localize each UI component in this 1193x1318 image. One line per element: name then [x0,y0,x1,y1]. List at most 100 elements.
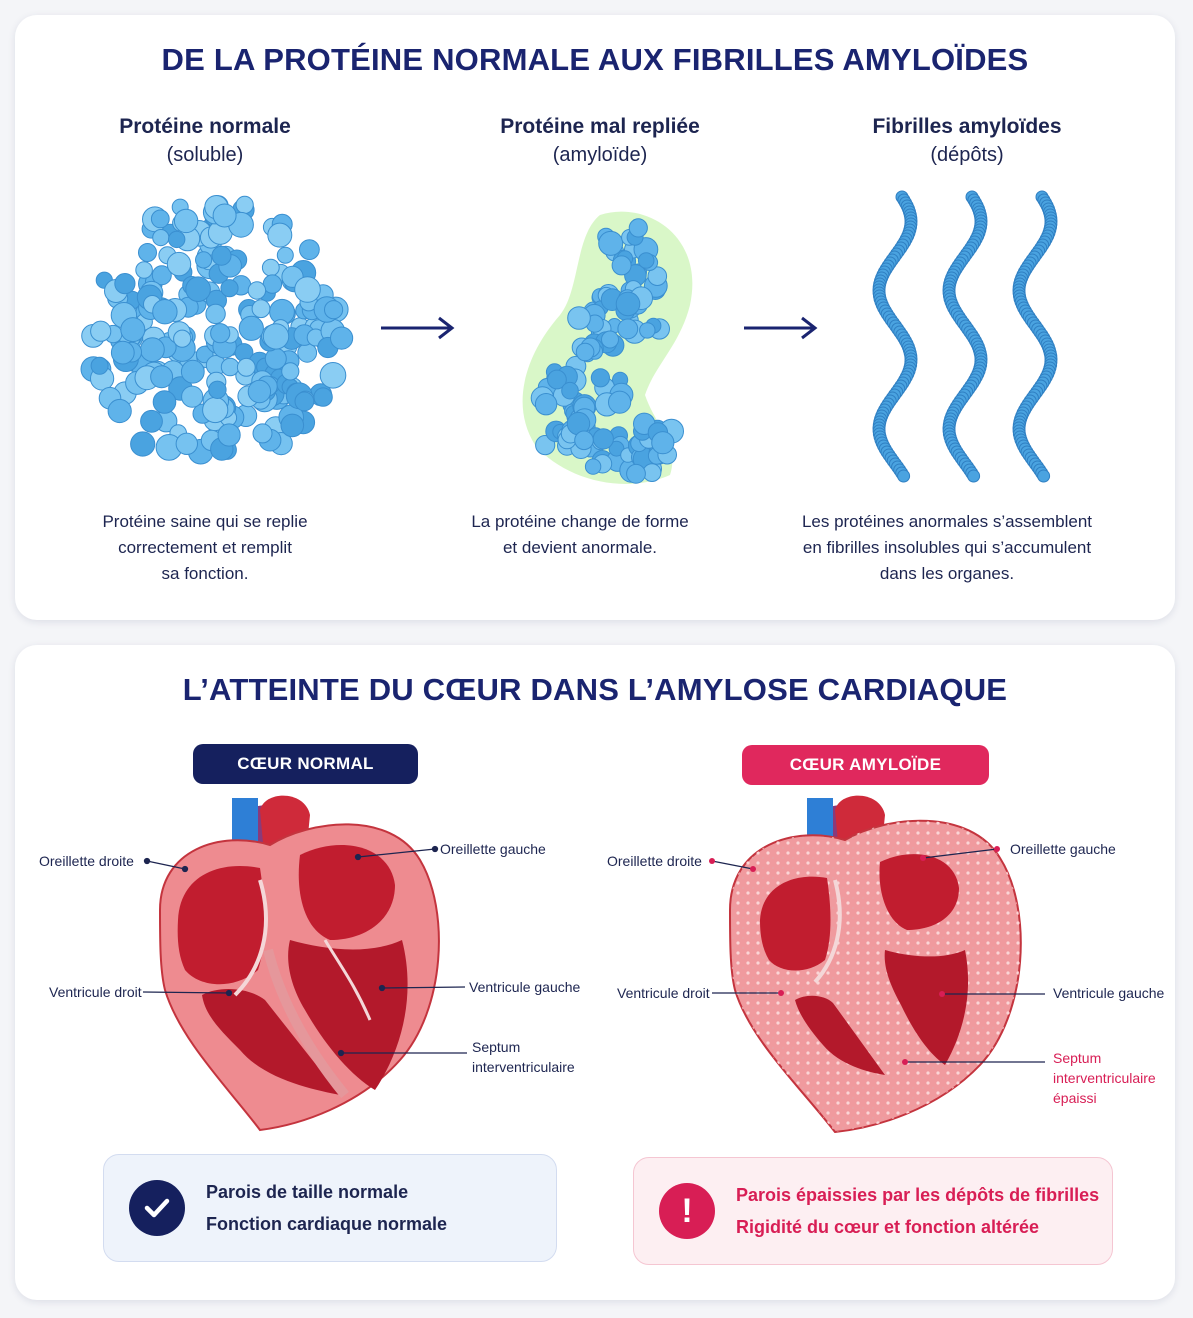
protein-bead [281,362,300,381]
protein-bead [1037,469,1051,483]
protein-bead [313,387,333,407]
summary-line: Rigidité du cœur et fonction altérée [736,1217,1040,1237]
label-line: Septum [472,1039,521,1055]
protein-bead [294,391,315,412]
misfolded-protein-illustration [522,211,693,484]
protein-bead [114,273,136,295]
protein-bead [628,218,648,238]
protein-bead [267,222,293,248]
label-line: interventriculaire [1053,1070,1156,1086]
protein-bead [261,258,280,277]
description-line: et devient anormale. [502,538,658,557]
protein-bead [294,276,321,303]
protein-bead [247,281,267,300]
protein-bead [236,357,256,377]
label-oreillette-droite: Oreillette droite [607,853,702,869]
description-line: sa fonction. [161,564,249,583]
protein-bead [637,252,655,269]
protein-bead [639,322,656,339]
description-line: correctement et remplit [118,538,292,557]
label-ventricule-droit: Ventricule droit [617,985,710,1001]
protein-bead [617,318,639,340]
protein-bead [235,195,254,214]
label-septum: Septum interventriculaire [472,1037,575,1077]
amyloid-heart-illustration [728,795,1022,1134]
column-subheading: (dépôts) [930,144,1004,166]
label-line: interventriculaire [472,1059,575,1075]
protein-bead [584,458,602,475]
protein-bead [547,369,567,390]
protein-bead [262,323,290,350]
protein-panel: DE LA PROTÉINE NORMALE AUX FIBRILLES AMY… [15,15,1175,620]
heart-panel: L’ATTEINTE DU CŒUR DANS L’AMYLOSE CARDIA… [15,645,1175,1300]
column-subheading: (amyloïde) [552,144,648,166]
normal-heart-leader-lines [142,845,467,1057]
protein-bead [152,229,170,247]
protein-bead [152,390,177,414]
protein-bead [140,337,165,363]
label-septum-thickened: Septum interventriculaire épaissi [1053,1048,1156,1108]
description-line: Protéine saine qui se replie [102,512,308,531]
protein-bead [168,230,186,249]
description-line: en fibrilles insolubles qui s’accumulent [802,538,1092,557]
protein-bead [651,431,675,455]
protein-bead [208,380,227,400]
protein-bead [130,431,156,457]
label-line: épaissi [1053,1090,1097,1106]
protein-bead [611,255,632,276]
label-oreillette-gauche: Oreillette gauche [440,841,546,857]
column-amyloid-fibrils: Fibrilles amyloïdes (dépôts) [802,115,1132,167]
description-line: Les protéines anormales s’assemblent [801,512,1093,531]
protein-bead [185,276,211,302]
column-fibrils-description: Les protéines anormales s’assemblent en … [767,509,1127,587]
column-misfolded-description: La protéine change de forme et devient a… [400,509,760,561]
right-arrow-icon [744,316,818,340]
column-heading: Protéine normale [119,115,291,138]
protein-bead [138,243,157,262]
amyloid-heart-leader-lines [709,846,1045,1065]
summary-line: Fonction cardiaque normale [206,1214,448,1234]
protein-bead [247,379,272,404]
protein-bead [534,393,558,416]
column-misfolded-protein: Protéine mal repliée (amyloïde) [435,115,765,167]
protein-bead [574,430,594,451]
protein-bead [150,365,174,389]
protein-bead [107,398,132,424]
protein-bead [608,390,632,414]
protein-bead [252,423,273,444]
protein-bead [897,469,911,483]
protein-bead [626,463,646,484]
protein-bead [110,340,135,365]
exclamation-icon: ! [659,1183,715,1239]
summary-line: Parois épaissies par les dépôts de fibri… [736,1185,1100,1205]
protein-bead [299,239,320,260]
protein-bead [211,245,232,266]
protein-bead [180,359,205,384]
label-line: Septum [1053,1050,1102,1066]
protein-bead [90,356,109,375]
protein-bead [324,300,344,320]
column-normal-protein: Protéine normale (soluble) [40,115,370,167]
description-line: La protéine change de forme [471,512,689,531]
protein-bead [217,423,241,447]
protein-bead [280,413,305,438]
normal-heart-summary: Parois de taille normale Fonction cardia… [103,1154,557,1262]
protein-bead [590,368,611,388]
protein-bead [135,261,153,279]
label-ventricule-gauche: Ventricule gauche [1053,985,1165,1001]
heart-panel-title: L’ATTEINTE DU CŒUR DANS L’AMYLOSE CARDIA… [182,672,1008,707]
protein-bead [120,317,146,343]
protein-bead [238,315,264,341]
normal-heart-badge: CŒUR NORMAL [193,744,418,784]
amyloid-fibrils-illustration [872,190,1058,483]
amyloid-heart-badge: CŒUR AMYLOÏDE [742,745,989,785]
label-ventricule-gauche: Ventricule gauche [469,979,581,995]
protein-bead [152,299,178,325]
column-subheading: (soluble) [166,144,244,166]
label-ventricule-droit: Ventricule droit [49,984,142,1000]
description-line: dans les organes. [879,564,1015,583]
protein-bead [151,265,172,286]
protein-bead [181,385,204,408]
column-heading: Protéine mal repliée [500,115,700,138]
protein-bead [598,230,624,256]
